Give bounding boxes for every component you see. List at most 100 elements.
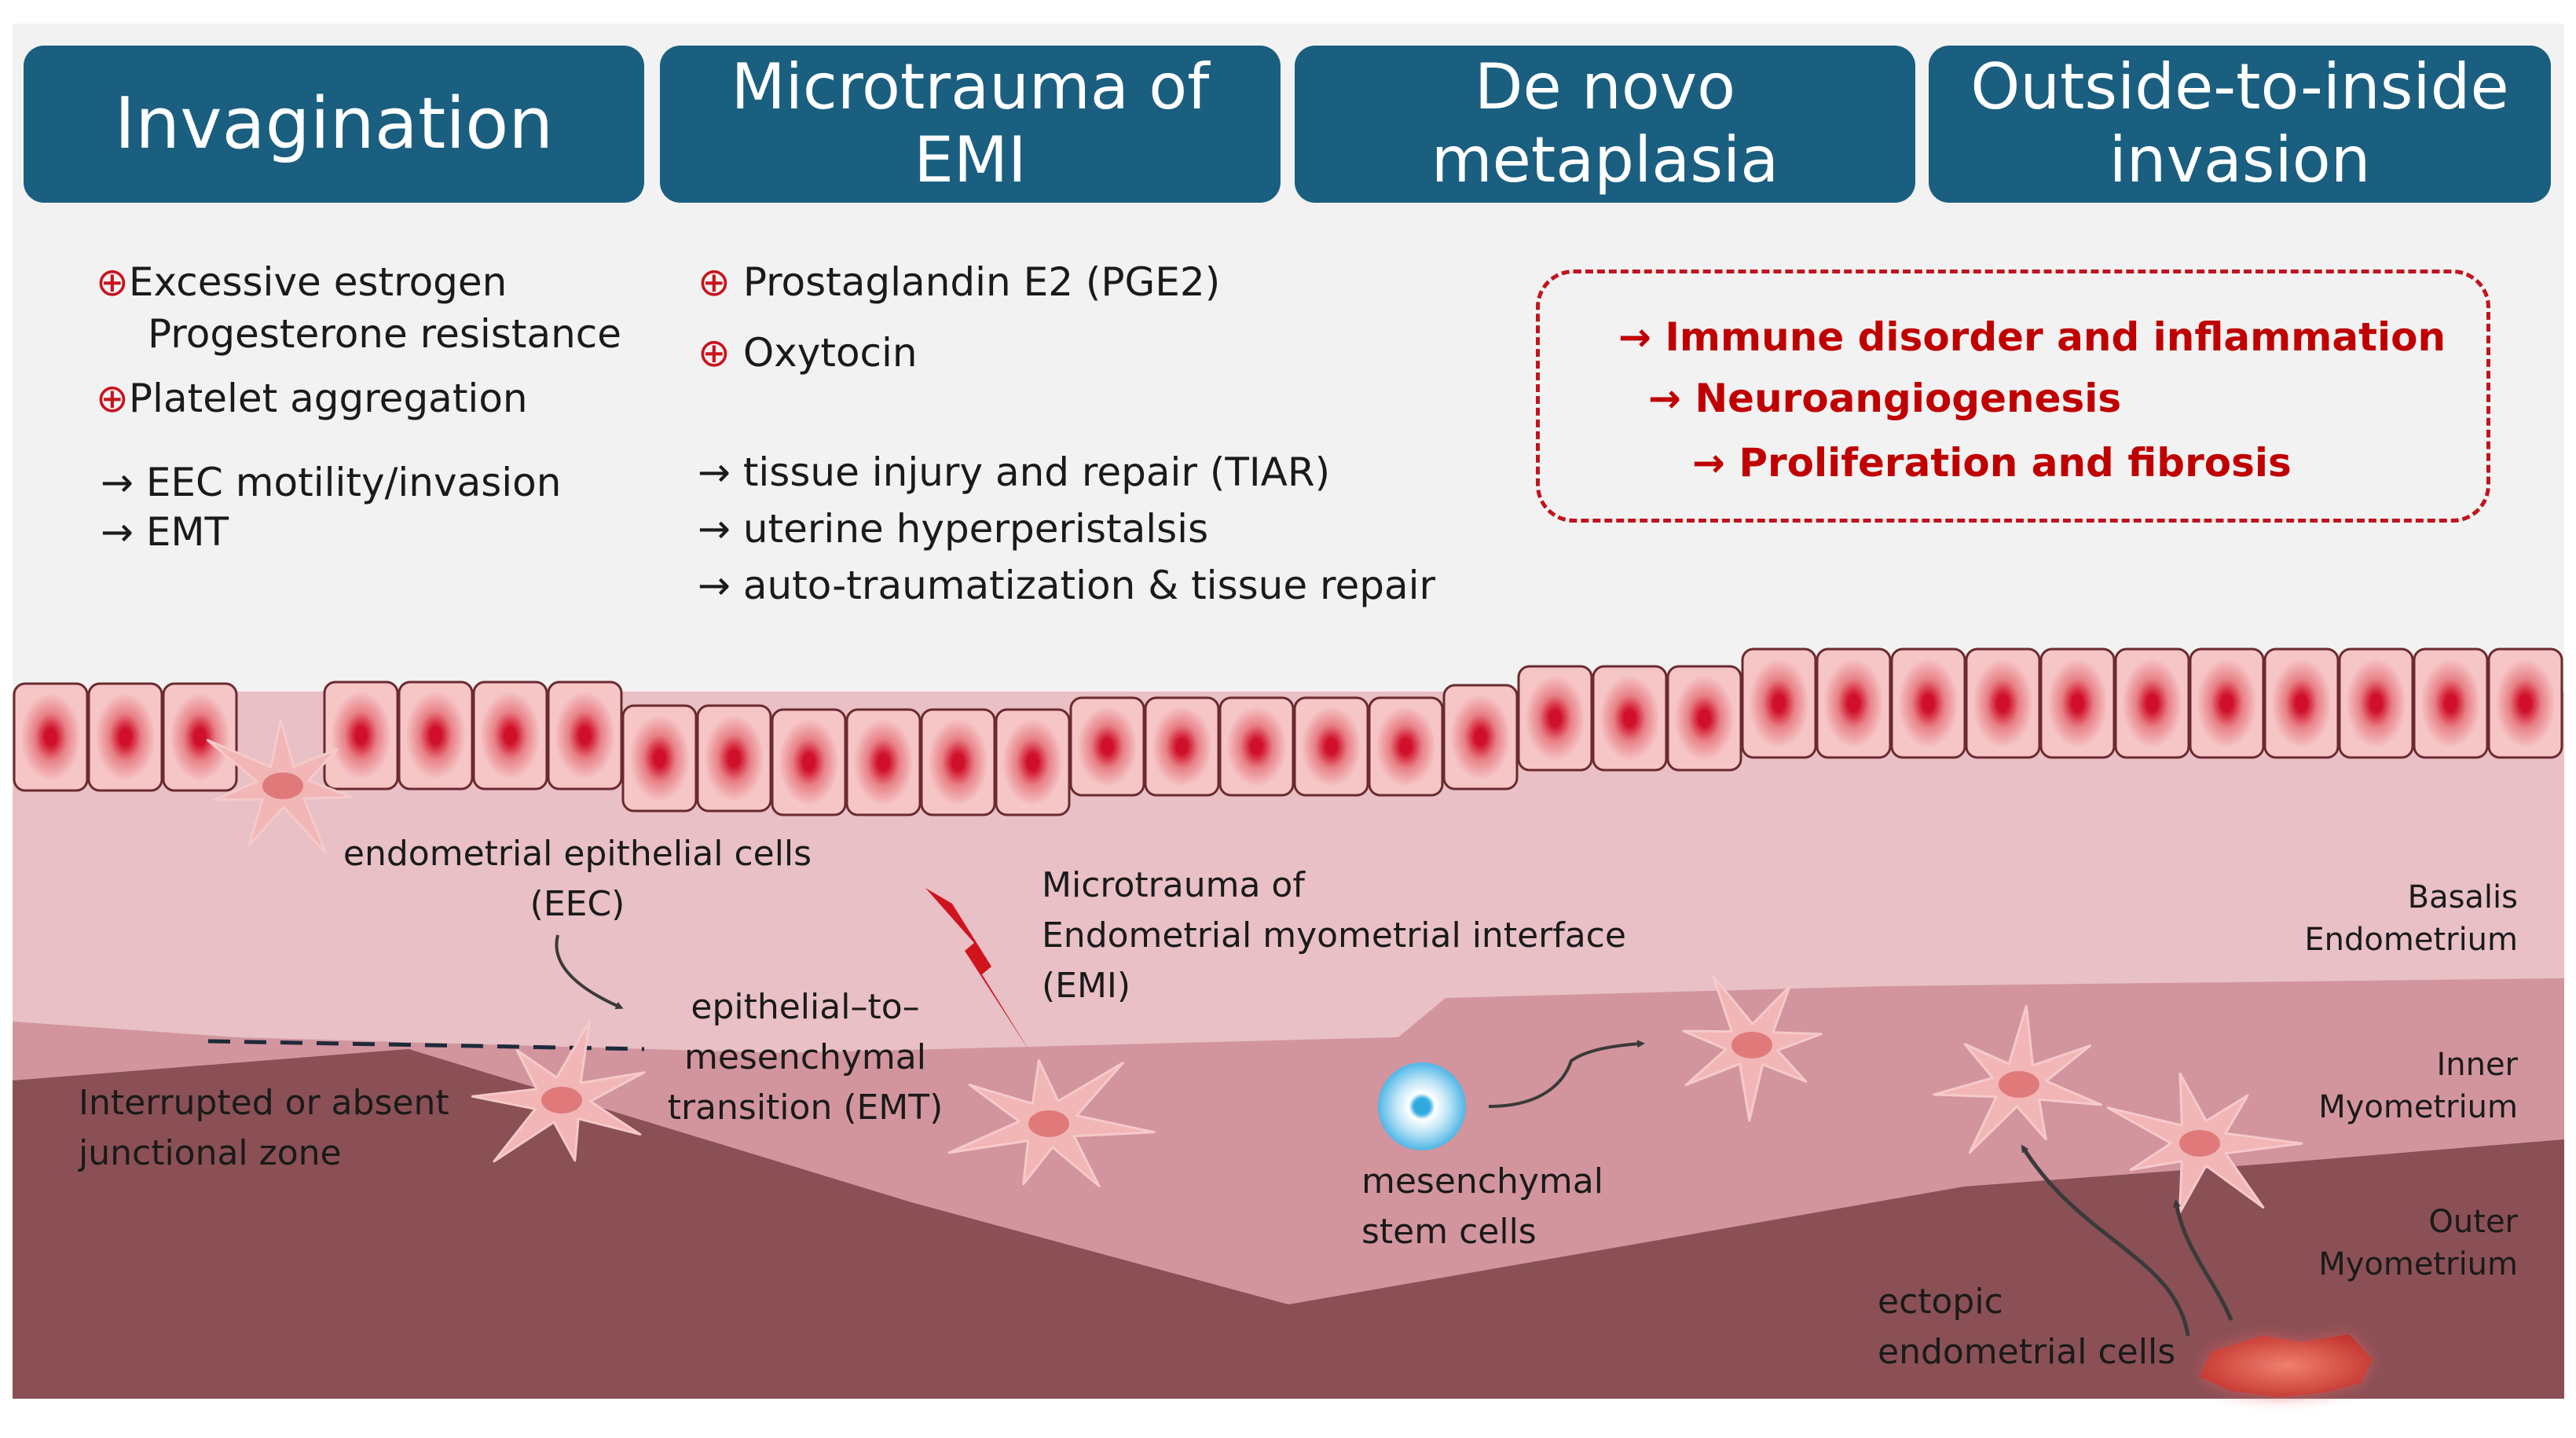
label-micro-line1: Microtrauma of (1042, 865, 1305, 905)
col2-factor2: ⊕ Oxytocin (698, 330, 918, 376)
header-outside-line2: invasion (2109, 123, 2371, 196)
label-ectopic: ectopic endometrial cells (1878, 1277, 2223, 1377)
header-microtrauma: Microtrauma of EMI (660, 46, 1281, 203)
epithelial-cell (1368, 696, 1444, 797)
label-microtrauma: Microtrauma of Endometrial myometrial in… (1042, 860, 1686, 1011)
stellate-cell-nucleus (1028, 1110, 1069, 1137)
label-msc-line1: mesenchymal (1361, 1161, 1603, 1201)
col1-effect2: → EMT (101, 509, 229, 555)
col2-effect2: → uterine hyperperistalsis (698, 506, 1208, 552)
col2-effect3: → auto-traumatization & tissue repair (698, 563, 1435, 608)
epithelial-cell (1592, 665, 1668, 772)
label-basalis-line1: Basalis (2407, 879, 2518, 915)
epithelial-cell (1741, 647, 1817, 759)
outside-in-mechanisms-box (1536, 270, 2490, 523)
col2-effect3-text: auto-traumatization & tissue repair (742, 563, 1436, 608)
label-outer-line1: Outer (2428, 1204, 2518, 1240)
eec-to-emt-arrow (555, 934, 624, 1010)
epithelial-cell (398, 680, 474, 791)
epithelial-cell (87, 682, 163, 792)
epithelial-cell (1890, 647, 1966, 759)
label-junctional-line1: Interrupted or absent (79, 1083, 449, 1123)
epithelial-cell (547, 680, 623, 791)
epithelial-cell (1293, 696, 1369, 797)
col1-factor1-line2-row: Progesterone resistance (148, 311, 621, 357)
stellate-cell-nucleus (2179, 1130, 2220, 1157)
epithelial-cell (2263, 647, 2340, 759)
label-emt-line1: epithelial–to– (691, 987, 920, 1027)
epithelial-cell (472, 680, 548, 791)
label-emt: epithelial–to– mesenchymal transition (E… (664, 982, 947, 1133)
col4-item2: → Neuroangiogenesis (1648, 376, 2121, 421)
lightning-bolt-icon (925, 888, 1031, 1053)
label-junctional: Interrupted or absent junctional zone (79, 1078, 518, 1179)
label-outer-line2: Myometrium (2318, 1246, 2518, 1282)
arrow-right-icon: → (698, 506, 731, 552)
label-ectopic-line2: endometrial cells (1878, 1332, 2176, 1372)
arrow-right-icon: → (1692, 440, 1725, 486)
label-ectopic-line1: ectopic (1878, 1282, 2003, 1322)
header-outside-line1: Outside-to-inside (1970, 50, 2509, 124)
label-eec-line1: endometrial epithelial cells (343, 834, 812, 874)
stellate-cell-nucleus (1999, 1071, 2039, 1098)
arrow-right-icon: → (698, 563, 731, 608)
epithelial-cell (1069, 696, 1145, 797)
header-denovo: De novo metaplasia (1295, 46, 1915, 203)
label-eec-line2: (EEC) (529, 884, 625, 924)
epithelial-cell (2114, 647, 2190, 759)
label-msc-line2: stem cells (1361, 1212, 1537, 1252)
epithelial-cell (1965, 647, 2041, 759)
header-denovo-line1: De novo (1474, 50, 1736, 124)
ectopic-cell-cluster (2200, 1334, 2373, 1397)
col4-item1: → Immune disorder and inflammation (1618, 314, 2446, 360)
arrow-right-icon: → (698, 449, 731, 495)
header-microtrauma-line1: Microtrauma of (731, 50, 1210, 124)
label-inner-line2: Myometrium (2318, 1089, 2518, 1125)
ectopic-arrow-left (2021, 1144, 2190, 1337)
col4-item3-text: Proliferation and fibrosis (1739, 440, 2292, 486)
stellate-cell-nucleus (541, 1087, 582, 1113)
col4-item3: → Proliferation and fibrosis (1692, 440, 2292, 486)
col2-effect1-text: tissue injury and repair (TIAR) (742, 449, 1331, 495)
epithelial-cell (920, 708, 996, 816)
label-micro-line2: Endometrial myometrial interface (1042, 915, 1626, 956)
col2-effect2-text: uterine hyperperistalsis (742, 506, 1209, 552)
col1-factor2-text: Platelet aggregation (128, 376, 528, 421)
label-msc: mesenchymal stem cells (1361, 1157, 1676, 1257)
col2-factor1: ⊕ Prostaglandin E2 (PGE2) (698, 259, 1220, 305)
epithelial-cell (2039, 647, 2116, 759)
epithelial-cell (162, 682, 238, 792)
label-inner-line1: Inner (2436, 1047, 2518, 1083)
col1-factor1: ⊕Excessive estrogen (96, 259, 507, 305)
stellate-cell-nucleus (1731, 1032, 1772, 1058)
col4-item1-text: Immune disorder and inflammation (1665, 314, 2446, 360)
col1-factor1-line1: Excessive estrogen (128, 259, 508, 305)
epithelial-cell (323, 680, 399, 791)
label-inner: Inner Myometrium (2200, 1044, 2518, 1128)
header-invagination: Invagination (24, 46, 644, 203)
header-denovo-line2: metaplasia (1431, 123, 1779, 196)
epithelial-cell (696, 704, 772, 813)
label-micro-line3: (EMI) (1042, 966, 1131, 1006)
arrow-right-icon: → (1648, 376, 1681, 421)
col1-factor1-line2: Progesterone resistance (148, 311, 622, 357)
msc-to-cell-arrow (1488, 1040, 1645, 1108)
stromal-cells (206, 718, 2303, 1215)
header-microtrauma-line2: EMI (914, 123, 1027, 196)
col2-factor1-text: Prostaglandin E2 (PGE2) (742, 259, 1221, 305)
ectopic-arrow-right (2173, 1199, 2233, 1321)
junctional-zone-line (207, 1039, 645, 1051)
epithelial-cell (845, 708, 922, 816)
col1-effect2-text: EMT (145, 509, 229, 555)
label-outer: Outer Myometrium (2200, 1201, 2518, 1286)
epithelial-cell (1816, 647, 1892, 759)
epithelial-cell (1218, 696, 1295, 797)
epithelial-cell-layer (13, 647, 2563, 816)
col4-item2-text: Neuroangiogenesis (1695, 376, 2122, 421)
arrow-right-icon: → (101, 509, 134, 555)
label-basalis-line2: Endometrium (2304, 922, 2518, 958)
col1-effect1-text: EEC motility/invasion (145, 460, 562, 505)
header-invagination-text: Invagination (114, 82, 554, 165)
